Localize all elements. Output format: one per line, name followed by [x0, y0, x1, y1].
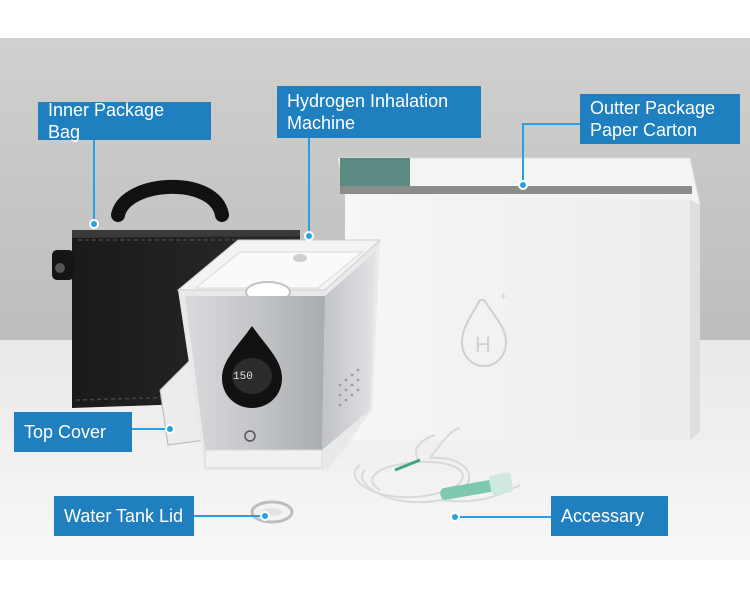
label-top-cover: Top Cover: [14, 412, 132, 452]
dot-machine: [304, 231, 314, 241]
label-top-cover-text: Top Cover: [24, 422, 107, 442]
label-accessary: Accessary: [551, 496, 668, 536]
label-hydrogen-machine-text: Hydrogen Inhalation Machine: [287, 91, 449, 133]
leader-carton-v: [522, 123, 524, 185]
dot-top-cover: [165, 424, 175, 434]
water-tank-lid-part: [250, 500, 294, 524]
leader-top-cover: [132, 428, 170, 430]
display-reading: 150: [233, 371, 253, 383]
hydrogen-machine: 150: [176, 239, 382, 470]
svg-text:H: H: [475, 332, 491, 357]
leader-water-tank-lid: [192, 515, 264, 517]
carton-logo-icon: [460, 299, 508, 368]
leader-accessary: [455, 516, 551, 518]
dot-carton: [518, 180, 528, 190]
label-hydrogen-machine: Hydrogen Inhalation Machine: [277, 86, 481, 138]
dot-water-tank-lid: [260, 511, 270, 521]
label-water-tank-lid: Water Tank Lid: [54, 496, 194, 536]
label-outter-package: Outter Package Paper Carton: [580, 94, 740, 144]
leader-carton-h: [522, 123, 580, 125]
outer-carton: H +: [337, 157, 701, 440]
svg-text:+: +: [500, 289, 507, 303]
leader-inner-bag: [93, 138, 95, 224]
power-button-icon: [244, 430, 256, 442]
label-outter-package-text: Outter Package Paper Carton: [590, 98, 716, 140]
label-inner-package-bag-text: Inner Package Bag: [48, 100, 165, 142]
leader-machine: [308, 136, 310, 236]
label-accessary-text: Accessary: [561, 506, 645, 526]
label-inner-package-bag: Inner Package Bag: [38, 100, 211, 142]
accessory-tubing: [353, 427, 521, 504]
dot-inner-bag: [89, 219, 99, 229]
label-water-tank-lid-text: Water Tank Lid: [64, 506, 184, 526]
dot-accessary: [450, 512, 460, 522]
